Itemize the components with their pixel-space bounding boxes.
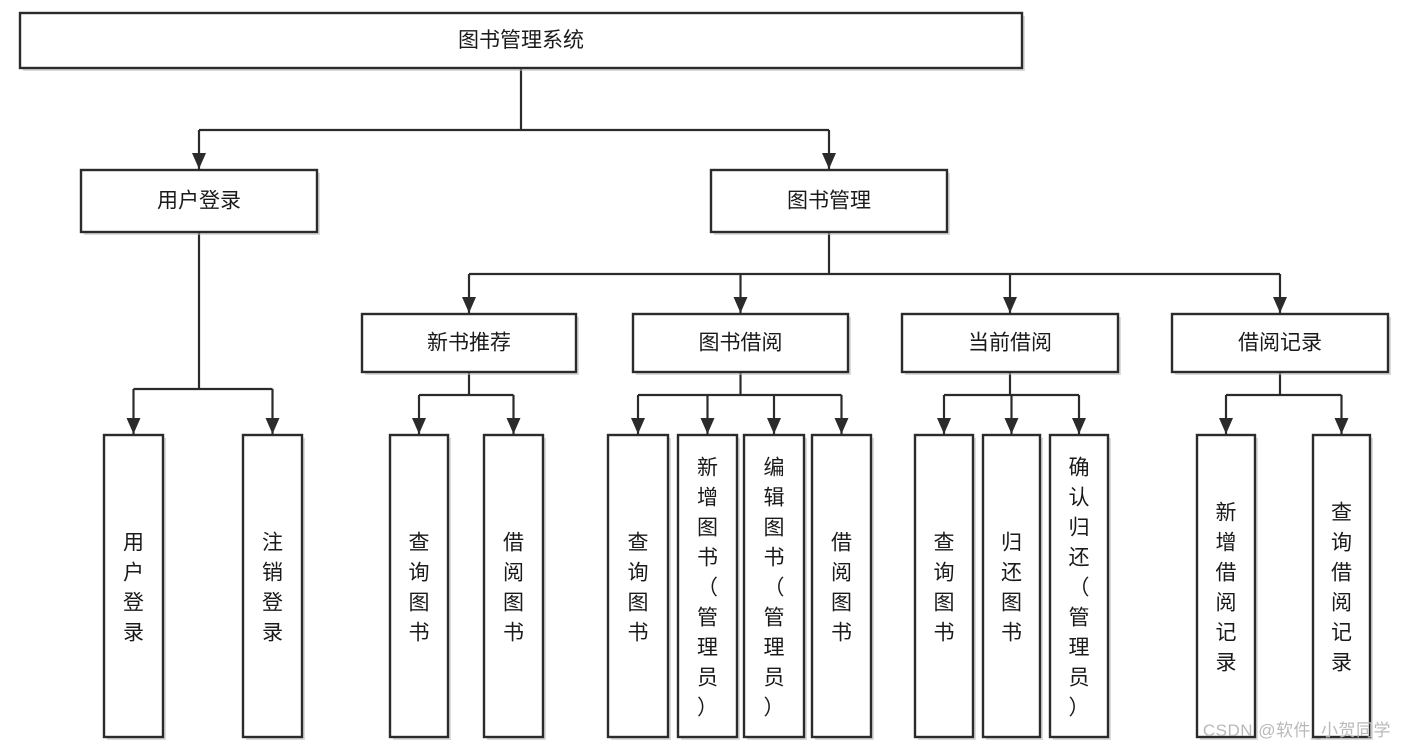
edge-arrowhead: [412, 418, 426, 434]
node-label: 编辑图书（管理员）: [764, 456, 785, 719]
edge-arrowhead: [506, 418, 521, 434]
edge-arrowhead: [1273, 297, 1287, 313]
node-n-current[interactable]: 当前借阅: [900, 312, 1121, 375]
node-layer: 图书管理系统用户登录图书管理新书推荐图书借阅当前借阅借阅记录用户登录注销登录查询…: [18, 11, 1391, 740]
node-l-logout[interactable]: 注销登录: [241, 433, 305, 740]
edge-arrowhead: [767, 418, 781, 434]
node-n-book-mgmt[interactable]: 图书管理: [709, 168, 950, 235]
edge-arrowhead: [834, 418, 849, 434]
node-label: 借阅图书: [503, 531, 524, 644]
edge-arrowhead: [1072, 418, 1086, 434]
node-box[interactable]: [388, 433, 450, 739]
node-label: 归还图书: [1001, 531, 1022, 644]
node-label: 当前借阅: [968, 332, 1052, 355]
edge-arrowhead: [192, 153, 206, 169]
node-box[interactable]: [900, 312, 1120, 374]
edge-arrowhead: [1219, 418, 1233, 434]
node-box[interactable]: [79, 168, 319, 234]
edge-layer: [126, 68, 1349, 434]
node-label: 新增借阅记录: [1216, 501, 1237, 674]
edge-arrowhead: [265, 418, 280, 434]
edge-arrowhead: [462, 297, 476, 313]
node-box[interactable]: [676, 433, 739, 739]
node-l-borrow-book-1[interactable]: 借阅图书: [482, 433, 546, 740]
node-label: 图书借阅: [699, 332, 783, 355]
node-label: 查询图书: [934, 531, 955, 644]
edge-arrowhead: [1004, 418, 1019, 434]
edge-arrowhead: [126, 418, 141, 434]
edge-arrowhead: [1003, 297, 1017, 313]
node-l-edit-book[interactable]: 编辑图书（管理员）: [742, 433, 807, 740]
node-root[interactable]: 图书管理系统: [18, 11, 1025, 71]
node-box[interactable]: [1311, 433, 1372, 739]
node-l-confirm-return[interactable]: 确认归还（管理员）: [1048, 433, 1111, 740]
node-box[interactable]: [241, 433, 304, 739]
node-n-record[interactable]: 借阅记录: [1170, 312, 1391, 375]
node-l-query-record[interactable]: 查询借阅记录: [1311, 433, 1373, 740]
node-label: 确认归还（管理员）: [1069, 456, 1090, 719]
node-box[interactable]: [913, 433, 975, 739]
node-label: 借阅图书: [831, 531, 852, 644]
node-label: 查询图书: [409, 531, 430, 644]
node-box[interactable]: [631, 312, 850, 374]
node-label: 用户登录: [123, 531, 144, 644]
node-box[interactable]: [1195, 433, 1257, 739]
node-box[interactable]: [18, 11, 1024, 70]
node-label: 查询借阅记录: [1331, 501, 1352, 674]
node-box[interactable]: [102, 433, 165, 739]
node-box[interactable]: [709, 168, 949, 234]
node-label: 图书管理: [787, 190, 871, 213]
node-label: 图书管理系统: [458, 29, 584, 52]
node-label: 查询图书: [628, 531, 649, 644]
node-l-query-book-2[interactable]: 查询图书: [606, 433, 671, 740]
edge-arrowhead: [700, 418, 715, 434]
node-l-query-book-1[interactable]: 查询图书: [388, 433, 451, 740]
node-l-query-book-3[interactable]: 查询图书: [913, 433, 976, 740]
edge-arrowhead: [1334, 418, 1349, 434]
node-label: 新增图书（管理员）: [697, 456, 718, 719]
node-n-user-login[interactable]: 用户登录: [79, 168, 320, 235]
node-box[interactable]: [360, 312, 578, 374]
node-box[interactable]: [606, 433, 670, 739]
edge-arrowhead: [733, 297, 748, 313]
node-l-return-book[interactable]: 归还图书: [981, 433, 1043, 740]
edge-arrowhead: [631, 418, 645, 434]
node-label: 用户登录: [157, 190, 241, 213]
node-label: 注销登录: [262, 531, 283, 644]
node-n-new-rec[interactable]: 新书推荐: [360, 312, 579, 375]
node-n-borrow[interactable]: 图书借阅: [631, 312, 851, 375]
csdn-watermark: CSDN @软件_小贺同学: [1202, 721, 1391, 740]
node-box[interactable]: [1048, 433, 1110, 739]
node-l-user-login[interactable]: 用户登录: [102, 433, 166, 740]
node-l-add-book[interactable]: 新增图书（管理员）: [676, 433, 740, 740]
node-box[interactable]: [1170, 312, 1390, 374]
node-label: 新书推荐: [427, 332, 511, 355]
node-box[interactable]: [482, 433, 545, 739]
node-label: 借阅记录: [1238, 332, 1322, 355]
edge-arrowhead: [822, 153, 836, 169]
node-l-borrow-book-2[interactable]: 借阅图书: [810, 433, 874, 740]
node-box[interactable]: [742, 433, 806, 739]
edge-arrowhead: [937, 418, 951, 434]
node-box[interactable]: [810, 433, 873, 739]
node-l-add-record[interactable]: 新增借阅记录: [1195, 433, 1258, 740]
node-box[interactable]: [981, 433, 1042, 739]
